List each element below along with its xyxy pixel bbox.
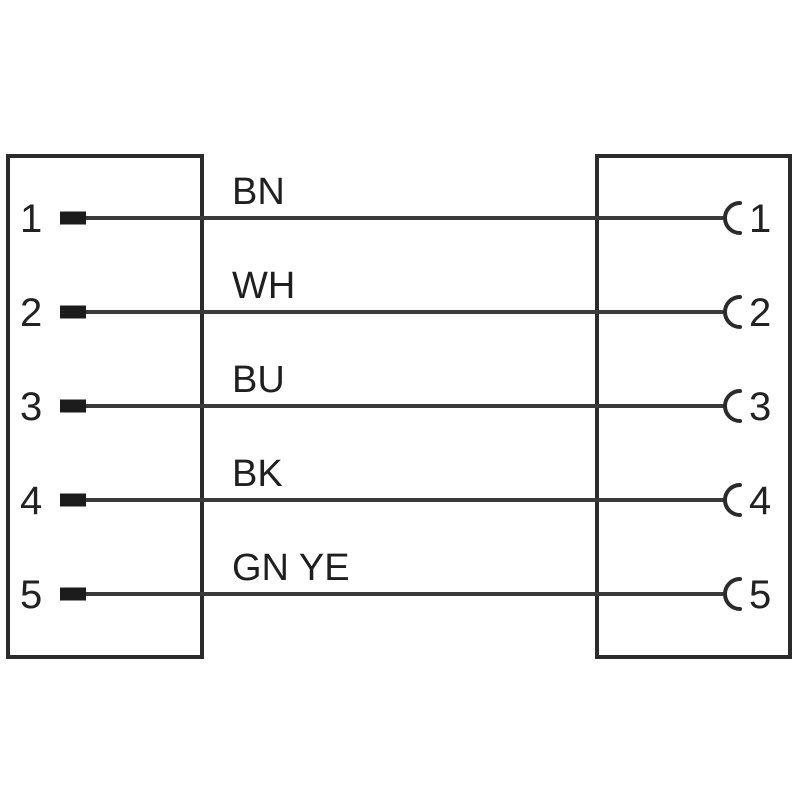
left-pin-number: 2 (20, 291, 42, 335)
wire-row: 2 2 WH (20, 265, 771, 335)
right-socket-terminal (723, 577, 742, 611)
wire-color-label: GN YE (232, 547, 350, 589)
right-socket-terminal (723, 295, 742, 329)
left-pin-number: 1 (20, 197, 42, 241)
left-pin-number: 3 (20, 385, 42, 429)
wire-row: 5 5 GN YE (20, 547, 771, 617)
right-pin-number: 2 (749, 291, 771, 335)
left-pin-terminal (60, 493, 86, 507)
wire-row: 3 3 BU (20, 359, 771, 429)
left-pin-terminal (60, 211, 86, 225)
wire-color-label: BN (232, 171, 285, 213)
right-pin-number: 3 (749, 385, 771, 429)
wire-color-label: BU (232, 359, 285, 401)
left-pin-number: 4 (20, 479, 42, 523)
left-pin-number: 5 (20, 573, 42, 617)
right-pin-number: 5 (749, 573, 771, 617)
left-pin-terminal (60, 587, 86, 601)
left-pin-terminal (60, 399, 86, 413)
right-socket-terminal (723, 483, 742, 517)
wire-rows-group: 1 1 BN 2 2 WH 3 3 BU 4 4 BK 5 5 GN YE (20, 171, 771, 617)
wire-color-label: WH (232, 265, 295, 307)
wire-color-label: BK (232, 453, 283, 495)
right-socket-terminal (723, 201, 742, 235)
right-pin-number: 1 (749, 197, 771, 241)
right-socket-terminal (723, 389, 742, 423)
wire-row: 4 4 BK (20, 453, 771, 523)
right-pin-number: 4 (749, 479, 771, 523)
left-pin-terminal (60, 305, 86, 319)
wire-row: 1 1 BN (20, 171, 771, 241)
